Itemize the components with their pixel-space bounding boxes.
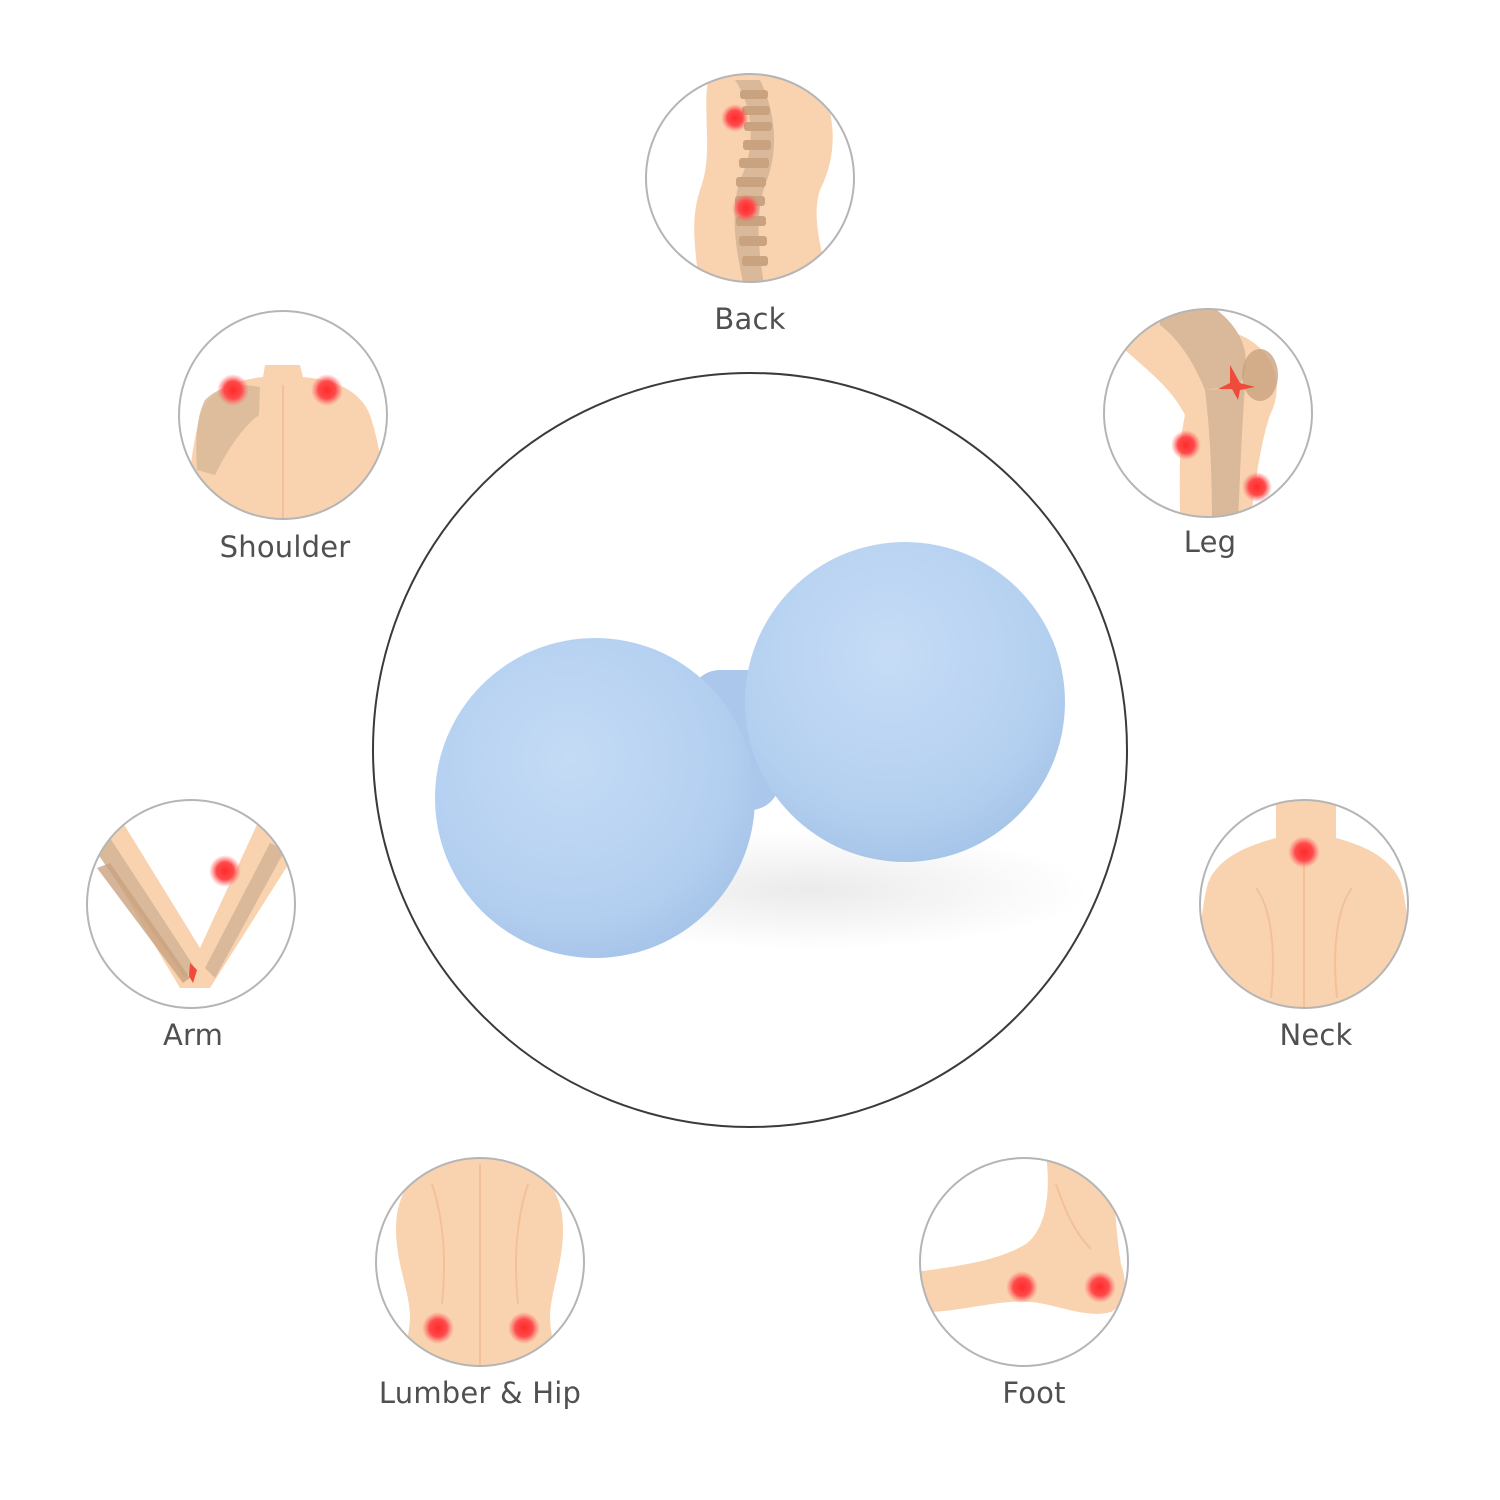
massage-ball <box>435 542 1090 958</box>
zone-label-shoulder: Shoulder <box>219 530 351 564</box>
zone-label-leg: Leg <box>1183 525 1237 559</box>
zone-label-back: Back <box>714 302 786 336</box>
zone-arm: Arm <box>85 798 305 1052</box>
zone-label-lumber-hip: Lumber & Hip <box>378 1376 582 1410</box>
product-frame <box>370 370 1130 1130</box>
zone-leg: Leg <box>1100 305 1320 559</box>
zone-label-arm: Arm <box>162 1018 224 1052</box>
zone-label-foot: Foot <box>1002 1376 1066 1410</box>
foot-icon <box>919 1157 1129 1367</box>
zone-neck: Neck <box>1196 798 1416 1052</box>
zone-back: Back <box>640 70 860 336</box>
elbow-icon <box>86 799 296 1009</box>
zone-shoulder: Shoulder <box>175 305 395 564</box>
lower-back-icon <box>375 1157 585 1367</box>
zone-foot: Foot <box>916 1154 1136 1410</box>
knee-icon <box>1103 308 1313 518</box>
shoulders-icon <box>178 310 388 520</box>
spine-icon <box>645 73 855 283</box>
neck-icon <box>1199 799 1409 1009</box>
zone-label-neck: Neck <box>1279 1018 1353 1052</box>
zone-lumber-hip: Lumber & Hip <box>372 1154 592 1410</box>
